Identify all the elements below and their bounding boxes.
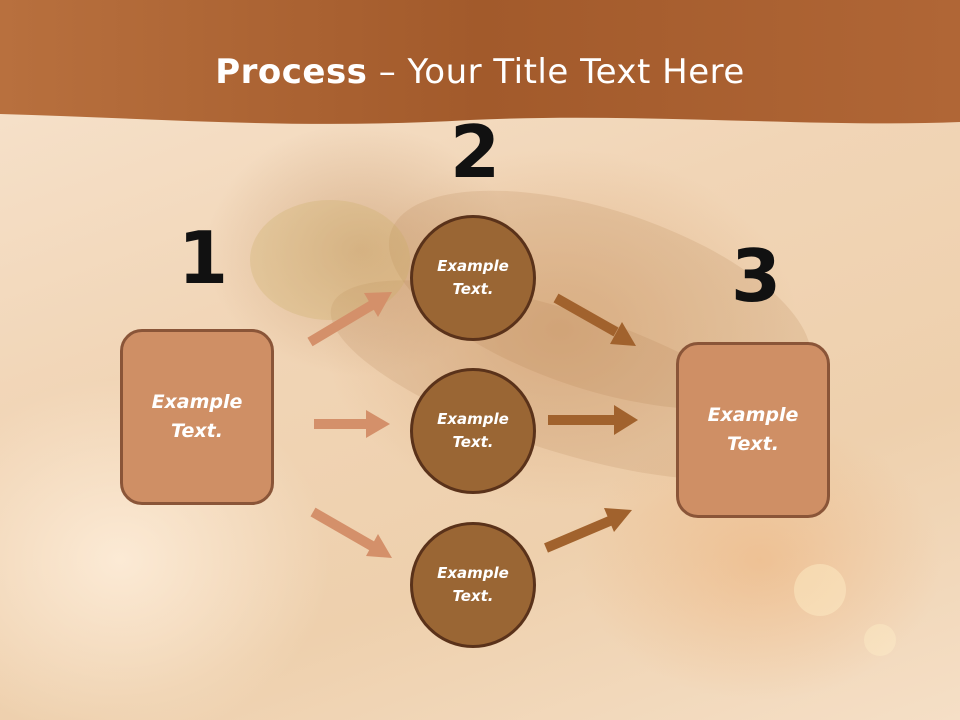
step-number-3: 3: [731, 234, 782, 318]
arrow-middle-to-3: [548, 405, 638, 435]
arrow-bottom-to-3: [544, 508, 632, 553]
input-box-text: Example Text.: [151, 391, 243, 442]
process-circle-top: Example Text.: [410, 215, 536, 341]
arrow-top-to-3: [553, 293, 636, 346]
process-circle-bottom: Example Text.: [410, 522, 536, 648]
title-rest: – Your Title Text Here: [367, 52, 745, 92]
process-circle-middle: Example Text.: [410, 368, 536, 494]
process-circle-middle-text: Example Text.: [437, 410, 509, 451]
arrow-1-to-bottom: [310, 507, 392, 558]
step-number-2: 2: [450, 110, 501, 194]
output-box: Example Text.: [676, 342, 830, 518]
process-circle-bottom-text: Example Text.: [437, 564, 509, 605]
input-box: Example Text.: [120, 329, 274, 505]
arrow-1-to-top: [307, 292, 392, 347]
output-box-text: Example Text.: [707, 404, 799, 455]
page-title: Process – Your Title Text Here: [0, 52, 960, 92]
process-circle-top-text: Example Text.: [437, 257, 509, 298]
header-banner: [0, 0, 960, 124]
arrow-1-to-middle: [314, 410, 390, 438]
title-bold: Process: [215, 52, 368, 92]
step-number-1: 1: [178, 216, 229, 300]
